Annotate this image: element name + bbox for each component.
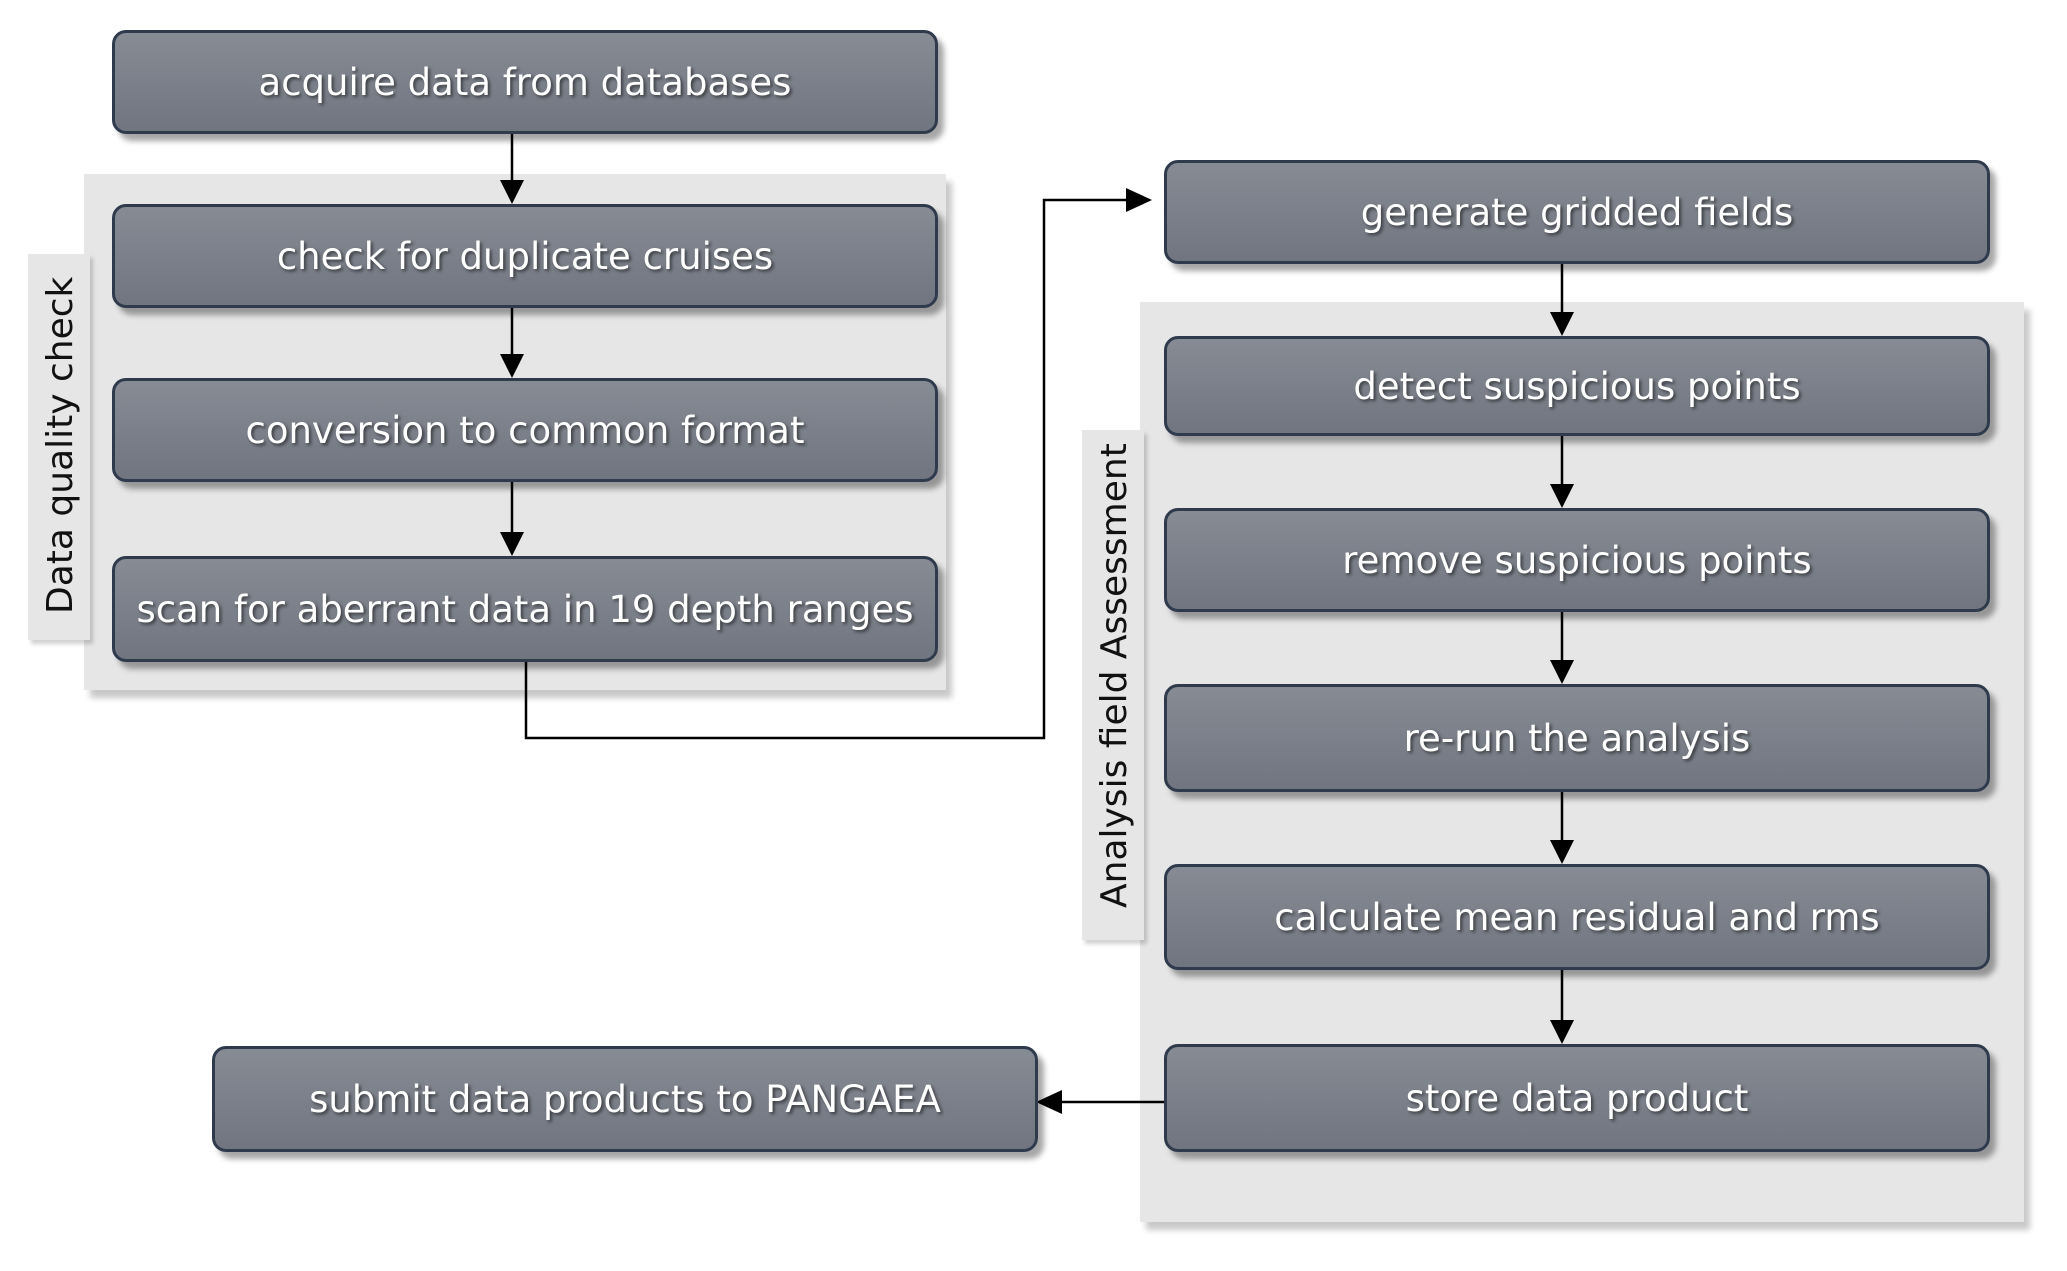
step-check-duplicates: check for duplicate cruises <box>112 204 938 308</box>
step-calculate-residual: calculate mean residual and rms <box>1164 864 1990 970</box>
step-remove-suspicious: remove suspicious points <box>1164 508 1990 612</box>
step-detect-suspicious: detect suspicious points <box>1164 336 1990 436</box>
step-store-product: store data product <box>1164 1044 1990 1152</box>
step-acquire-data: acquire data from databases <box>112 30 938 134</box>
quality-check-tab: Data quality check <box>28 254 90 640</box>
step-submit-pangaea: submit data products to PANGAEA <box>212 1046 1038 1152</box>
step-scan-aberrant: scan for aberrant data in 19 depth range… <box>112 556 938 662</box>
analysis-tab: Analysis field Assessment <box>1082 430 1144 940</box>
step-rerun-analysis: re-run the analysis <box>1164 684 1990 792</box>
step-conversion: conversion to common format <box>112 378 938 482</box>
step-generate-gridded: generate gridded fields <box>1164 160 1990 264</box>
